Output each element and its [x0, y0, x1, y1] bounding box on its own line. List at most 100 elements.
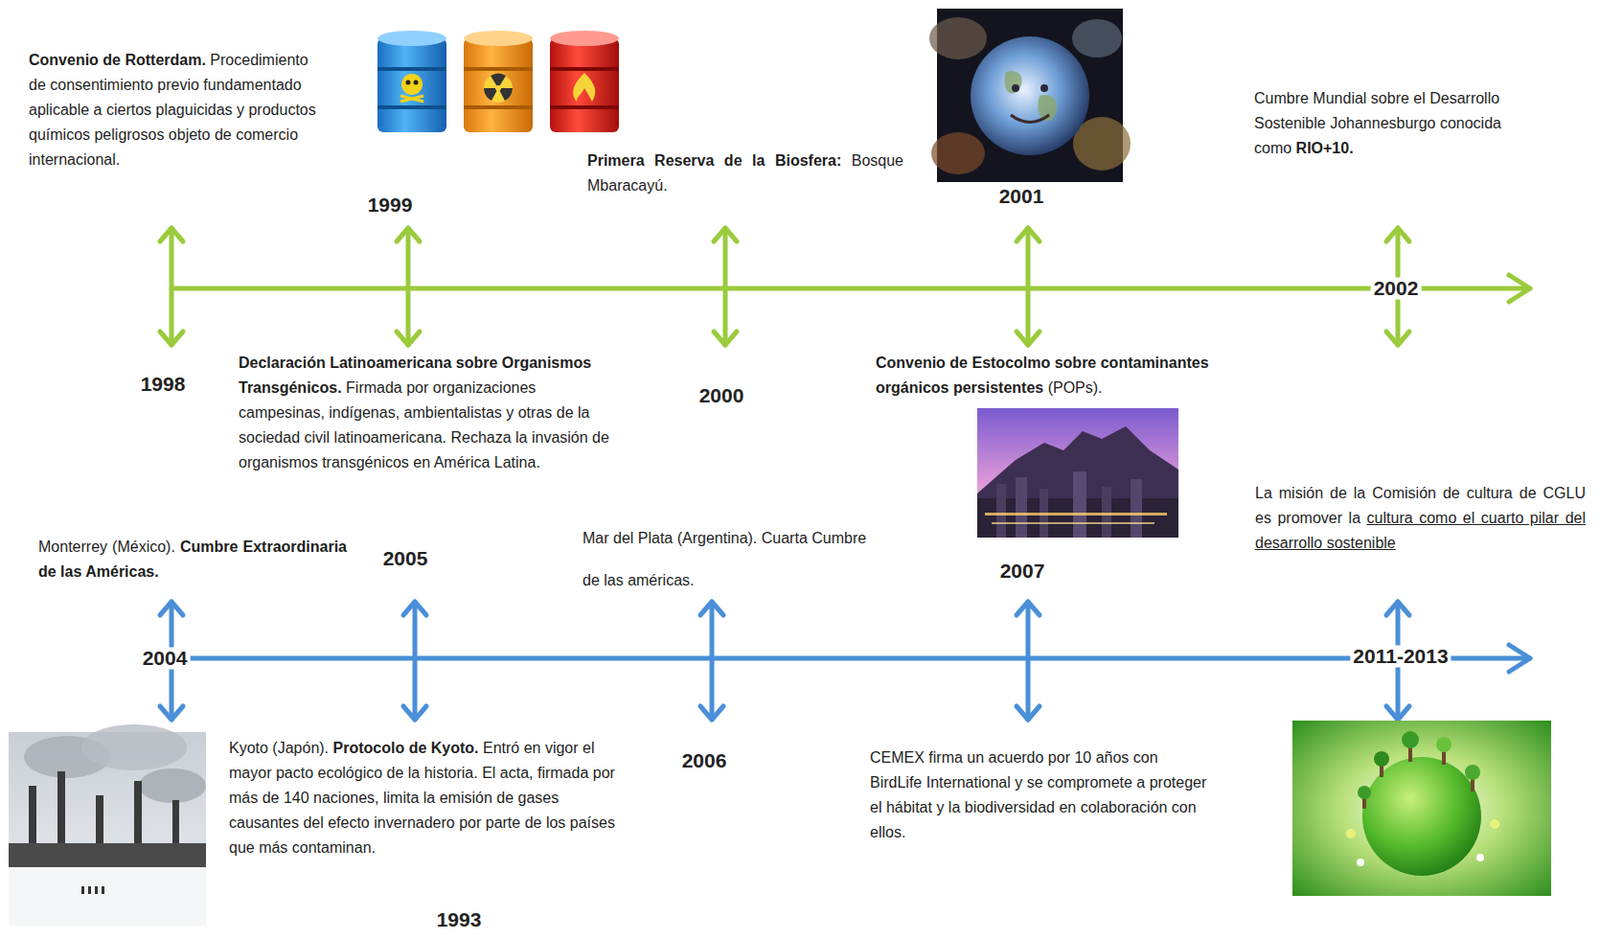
event-description: Cumbre Mundial sobre el Desarrollo Soste… — [1254, 90, 1502, 157]
green-timeline — [1016, 331, 1040, 345]
factory-photo — [101, 886, 105, 894]
blue-timeline — [403, 706, 427, 720]
year-label: 1999 — [367, 193, 413, 216]
barrel-icons — [377, 38, 447, 133]
green-timeline — [396, 228, 420, 242]
monterrey-photo — [996, 483, 1006, 538]
green-timeline — [396, 331, 420, 345]
factory-photo — [88, 886, 92, 894]
green-globe-picture — [1436, 736, 1452, 753]
factory-photo — [8, 843, 206, 868]
blue-timeline — [700, 601, 724, 616]
green-timeline — [160, 331, 183, 345]
green-globe-picture — [1356, 858, 1365, 867]
blue-timeline — [160, 601, 1531, 720]
green-timeline — [160, 228, 183, 242]
barrel-icons — [463, 38, 533, 133]
event-description: Mar del Plata (Argentina). Cuarta Cumbre… — [582, 529, 867, 589]
event-text: Mar del Plata (Argentina). Cuarta Cumbre… — [582, 517, 882, 602]
green-timeline — [713, 331, 737, 345]
barrel-icons — [377, 105, 447, 110]
earth-collage — [1072, 19, 1122, 58]
event-heading: Convenio de Rotterdam. — [28, 51, 206, 69]
earth-collage — [1010, 114, 1050, 123]
barrel-icons — [549, 30, 619, 46]
blue-timeline — [1386, 706, 1410, 720]
green-globe-picture — [1464, 764, 1481, 780]
blue-timeline — [709, 601, 715, 720]
blue-timeline — [1016, 601, 1040, 616]
factory-photo — [81, 886, 85, 894]
earth-collage — [1040, 84, 1049, 92]
monterrey-photo — [984, 512, 1167, 516]
green-timeline — [713, 228, 737, 242]
barrel-icons — [401, 73, 423, 95]
earth-collage — [929, 8, 1131, 183]
event-description: Kyoto (Japón). — [228, 739, 329, 756]
green-globe-picture — [1357, 785, 1372, 800]
event-text: Monterrey (México). Cumbre Extraordinari… — [38, 534, 347, 585]
green-globe-picture — [1292, 720, 1552, 896]
earth-collage — [1005, 70, 1023, 94]
factory-photo — [8, 867, 206, 926]
green-globe-picture — [1401, 731, 1419, 749]
event-description: Entró en vigor el mayor pacto ecológico … — [228, 739, 616, 856]
factory-photo — [8, 724, 206, 926]
green-timeline — [160, 228, 1531, 345]
green-timeline — [1026, 228, 1031, 345]
barrel-icons — [377, 67, 447, 71]
barrel-icons — [483, 73, 513, 103]
green-globe-picture — [1476, 853, 1485, 862]
event-text: CEMEX firma un acuerdo por 10 años con B… — [869, 745, 1208, 846]
blue-timeline — [1386, 601, 1410, 616]
event-text: La misión de la Comisión de cultura de C… — [1255, 480, 1586, 556]
green-timeline — [1386, 228, 1410, 242]
green-globe-picture — [1292, 720, 1552, 896]
barrel-icons — [572, 72, 595, 102]
earth-collage — [970, 36, 1090, 156]
green-timeline — [1386, 331, 1410, 345]
monterrey-photo — [1101, 486, 1112, 538]
event-description: CEMEX firma un acuerdo por 10 años con B… — [869, 749, 1207, 841]
green-globe-picture — [1362, 756, 1482, 876]
event-description: Monterrey (México). — [38, 538, 176, 555]
event-description: Procedimiento de consentimiento previo f… — [28, 51, 317, 168]
blue-timeline — [412, 601, 418, 720]
factory-photo — [81, 724, 187, 771]
monterrey-photo — [1073, 471, 1087, 538]
blue-timeline — [171, 656, 1531, 662]
barrel-icons — [463, 105, 533, 110]
event-description: (POPs). — [1048, 379, 1103, 396]
year-label: 2004 — [139, 646, 191, 669]
green-globe-picture — [1373, 751, 1390, 767]
event-text: Kyoto (Japón). Protocolo de Kyoto. Entró… — [228, 735, 618, 861]
earth-collage — [931, 132, 985, 175]
year-label: 1998 — [140, 372, 186, 395]
barrel-icons — [377, 30, 619, 133]
event-text: Convenio de Rotterdam. Procedimiento de … — [28, 47, 326, 173]
green-globe-picture — [1489, 819, 1500, 829]
year-label: 2007 — [1000, 559, 1046, 582]
earth-collage — [1011, 84, 1020, 92]
year-label: 2011-2013 — [1349, 644, 1451, 667]
event-text: Cumbre Mundial sobre el Desarrollo Soste… — [1254, 86, 1534, 161]
blue-timeline — [1016, 706, 1040, 720]
factory-photo — [94, 886, 98, 894]
monterrey-photo — [991, 522, 1155, 525]
event-text: Declaración Latinoamericana sobre Organi… — [238, 350, 622, 476]
factory-photo — [138, 768, 206, 803]
barrel-icons — [483, 73, 513, 101]
event-heading: RIO+10. — [1296, 139, 1354, 157]
barrel-icons — [463, 30, 533, 46]
green-timeline — [1016, 228, 1040, 242]
earth-collage — [929, 17, 987, 60]
year-label: 2000 — [699, 384, 745, 407]
year-label: 2001 — [999, 184, 1045, 207]
monterrey-photo — [1130, 479, 1143, 538]
barrel-icons — [400, 95, 424, 102]
blue-timeline — [403, 601, 427, 616]
barrel-icons — [549, 105, 619, 110]
barrel-icons — [549, 38, 619, 133]
green-timeline — [171, 286, 1531, 292]
green-timeline — [169, 228, 175, 345]
